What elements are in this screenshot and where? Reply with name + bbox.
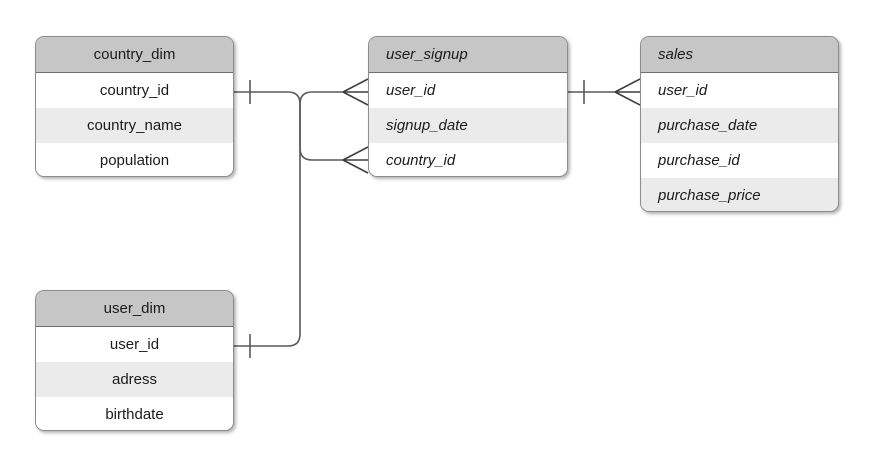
entity-column-country_dim-country_id[interactable]: country_id [36, 73, 233, 108]
entity-column-user_dim-adress[interactable]: adress [36, 362, 233, 397]
entity-column-country_dim-country_name[interactable]: country_name [36, 108, 233, 143]
connector-line-country-dim-user-signup [234, 91, 343, 161]
entity-column-user_signup-signup_date[interactable]: signup_date [369, 108, 567, 143]
entity-column-sales-user_id[interactable]: user_id [641, 73, 838, 108]
relationship-country-dim-to-user-signup[interactable] [234, 80, 369, 174]
relationship-user-signup-to-sales[interactable] [568, 78, 641, 106]
entity-title-user_dim: user_dim [36, 291, 233, 327]
entity-column-sales-purchase_price[interactable]: purchase_price [641, 178, 838, 211]
entity-column-sales-purchase_date[interactable]: purchase_date [641, 108, 838, 143]
entity-title-user_signup: user_signup [369, 37, 567, 73]
connector-line-user-dim-user-signup [234, 91, 343, 347]
entity-column-user_signup-user_id[interactable]: user_id [369, 73, 567, 108]
entity-title-sales: sales [641, 37, 838, 73]
entity-title-country_dim: country_dim [36, 37, 233, 73]
crowsfoot-many-user-signup-country-id [342, 146, 369, 174]
crowsfoot-many-user-signup-user-id [342, 78, 369, 106]
relationship-user-dim-to-user-signup[interactable] [234, 78, 369, 358]
entity-column-user_signup-country_id[interactable]: country_id [369, 143, 567, 176]
entity-column-user_dim-birthdate[interactable]: birthdate [36, 397, 233, 430]
entity-column-country_dim-population[interactable]: population [36, 143, 233, 176]
crowsfoot-many-sales-user-id [614, 78, 641, 106]
entity-column-sales-purchase_id[interactable]: purchase_id [641, 143, 838, 178]
entity-column-user_dim-user_id[interactable]: user_id [36, 327, 233, 362]
